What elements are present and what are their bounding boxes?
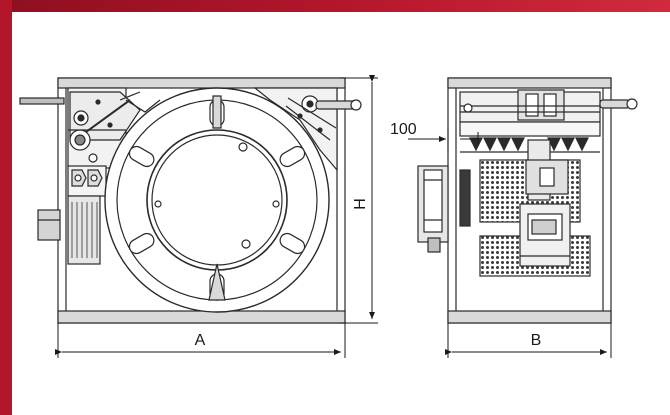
left-handle	[19, 97, 65, 105]
dimension-a	[55, 323, 346, 358]
side-motor	[519, 139, 571, 267]
depth-label: B	[531, 332, 542, 349]
spindle-assembly	[459, 89, 638, 123]
guide-arm	[253, 87, 362, 172]
drive-mechanism	[67, 87, 141, 169]
front-top-rail	[57, 77, 346, 89]
motor-side-box	[37, 209, 61, 241]
side-view	[417, 77, 638, 324]
electrical-box	[417, 165, 471, 253]
offset-label: 100	[390, 121, 417, 138]
side-handle	[599, 99, 631, 109]
turntable	[104, 87, 330, 313]
front-bottom-rail	[57, 310, 346, 324]
gear-box	[67, 165, 107, 197]
dimension-offset	[408, 128, 479, 150]
vent-slot	[459, 169, 471, 227]
dimension-h	[340, 75, 378, 324]
motor	[37, 195, 101, 265]
left-brand-bar	[0, 0, 12, 415]
dimension-b	[445, 323, 612, 358]
width-label: A	[195, 332, 206, 349]
height-label: H	[352, 198, 369, 210]
front-view	[19, 77, 362, 324]
brush-comb	[459, 121, 601, 153]
top-brand-bar	[0, 0, 670, 12]
